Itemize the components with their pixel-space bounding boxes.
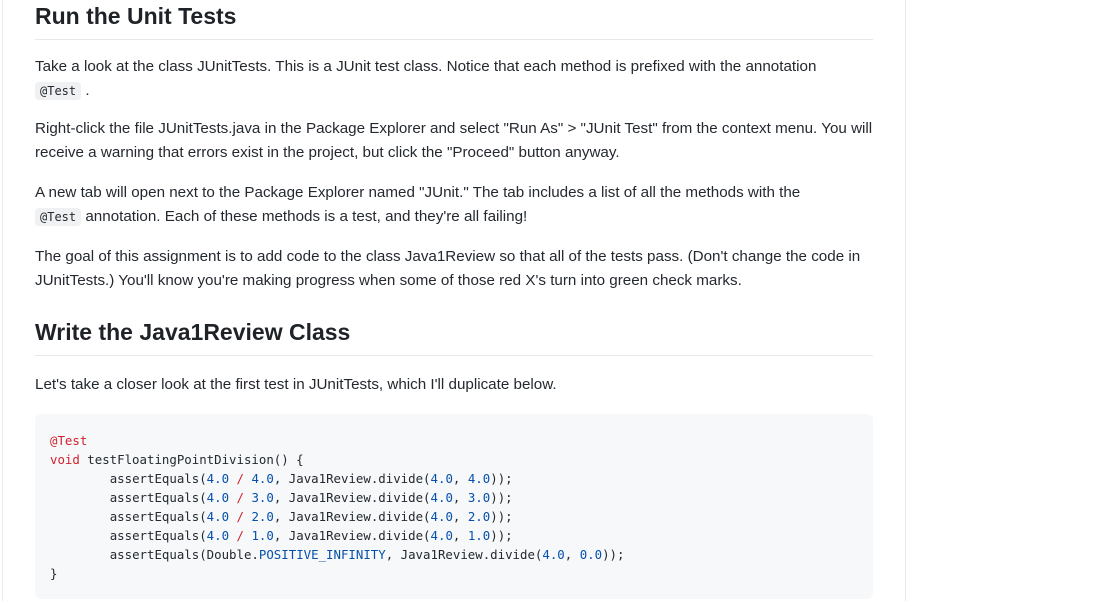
heading-write-class: Write the Java1Review Class [35, 319, 873, 356]
code-constant: POSITIVE_INFINITY [258, 547, 386, 562]
code-annotation: @Test [50, 433, 88, 448]
code-call: Java1Review.divide( [288, 490, 431, 505]
code-number: 4.0 [430, 471, 453, 486]
heading-run-unit-tests: Run the Unit Tests [35, 0, 873, 40]
code-number: 4.0 [206, 490, 230, 505]
code-call: Java1Review.divide( [400, 547, 543, 562]
code-call: Java1Review.divide( [288, 471, 431, 486]
code-number: 4.0 [430, 528, 453, 543]
test-annotation-code: @Test [35, 208, 82, 226]
code-assert-fn: assertEquals( [109, 471, 207, 486]
code-number: 4.0 [206, 471, 230, 486]
code-operator: / [236, 471, 244, 486]
paragraph-run-as: Right-click the file JUnitTests.java in … [35, 120, 873, 161]
paragraph-closer-look: Let's take a closer look at the first te… [35, 376, 557, 393]
paragraph-end: . [85, 82, 90, 99]
code-call: Java1Review.divide( [288, 509, 431, 524]
code-assert-fn: assertEquals( [109, 547, 207, 562]
code-line-assert: assertEquals(Double.POSITIVE_INFINITY, J… [109, 547, 625, 562]
code-line-assert: assertEquals(4.0 / 1.0, Java1Review.divi… [109, 528, 513, 543]
code-number: 2.0 [251, 509, 274, 524]
code-number: 3.0 [467, 490, 491, 505]
code-line-assert: assertEquals(4.0 / 4.0, Java1Review.divi… [109, 471, 513, 486]
code-line-signature: void testFloatingPointDivision() { [50, 450, 858, 469]
code-number: 3.0 [251, 490, 274, 505]
code-line-assert: assertEquals(4.0 / 3.0, Java1Review.divi… [109, 490, 513, 505]
code-assert-fn: assertEquals( [109, 528, 207, 543]
code-assert-fn: assertEquals( [109, 509, 207, 524]
code-class-prefix: Double. [206, 547, 259, 562]
code-close-brace: } [50, 566, 58, 581]
code-line-close: } [50, 564, 858, 583]
code-number: 4.0 [542, 547, 565, 562]
code-number: 4.0 [430, 509, 453, 524]
code-method-signature: testFloatingPointDivision() { [79, 452, 304, 467]
code-number: 0.0 [579, 547, 603, 562]
code-number: 4.0 [251, 471, 274, 486]
code-operator: / [236, 490, 244, 505]
paragraph-end: annotation. Each of these methods is a t… [85, 208, 528, 225]
code-number: 2.0 [467, 509, 491, 524]
right-border [905, 0, 906, 601]
code-number: 4.0 [206, 528, 230, 543]
article-content: Run the Unit Tests Take a look at the cl… [35, 0, 873, 599]
paragraph-assignment-goal: The goal of this assignment is to add co… [35, 248, 861, 289]
code-line-annotation: @Test [50, 431, 858, 450]
code-operator: / [236, 509, 244, 524]
code-line-assert: assertEquals(4.0 / 2.0, Java1Review.divi… [109, 509, 513, 524]
code-call: Java1Review.divide( [288, 528, 431, 543]
code-assert-fn: assertEquals( [109, 490, 207, 505]
code-void-keyword: void [50, 452, 80, 467]
test-annotation-code: @Test [35, 82, 82, 100]
code-number: 1.0 [251, 528, 274, 543]
paragraph-junit-tab: A new tab will open next to the Package … [35, 181, 873, 229]
paragraph-text: A new tab will open next to the Package … [35, 184, 801, 201]
paragraph-junit-class: Take a look at the class JUnitTests. Thi… [35, 55, 873, 103]
code-number: 4.0 [206, 509, 230, 524]
code-number: 4.0 [467, 471, 491, 486]
left-border [2, 0, 3, 601]
code-operator: / [236, 528, 244, 543]
paragraph-text: Take a look at the class JUnitTests. Thi… [35, 58, 817, 75]
code-number: 1.0 [467, 528, 491, 543]
code-number: 4.0 [430, 490, 453, 505]
